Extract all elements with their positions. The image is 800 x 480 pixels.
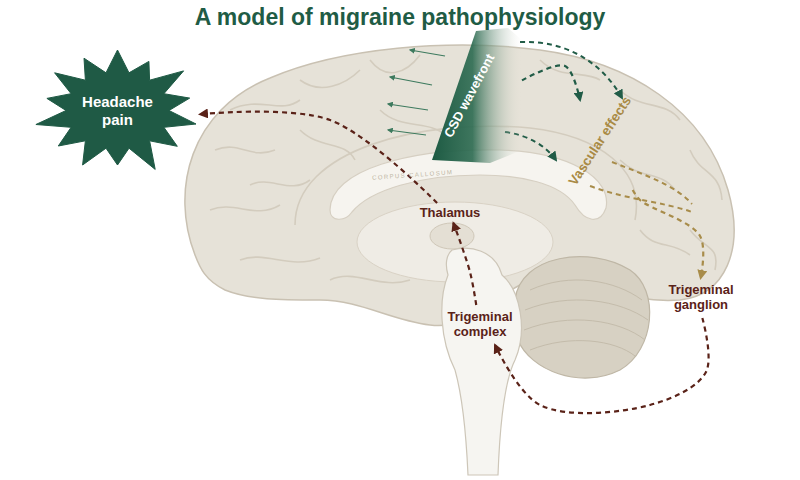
region-label: Thalamus bbox=[410, 203, 490, 223]
band-shape bbox=[432, 28, 522, 163]
node-text: Trigeminal complex bbox=[440, 310, 520, 340]
node-text: Trigeminal ganglion bbox=[660, 283, 742, 313]
wavefront-band: CSD wavefront bbox=[432, 28, 522, 163]
star-shape bbox=[36, 50, 196, 169]
extra-flow-arrows bbox=[505, 42, 692, 212]
node-text: Thalamus bbox=[420, 206, 481, 221]
star-burst: Headache pain bbox=[35, 48, 200, 173]
flow-arrow bbox=[522, 65, 580, 100]
thalamus-shape bbox=[430, 223, 474, 249]
region-label: Trigeminal ganglion bbox=[660, 278, 742, 318]
node-text: Headache pain bbox=[68, 93, 168, 128]
cerebellum-folia bbox=[524, 280, 648, 356]
flow-arrow bbox=[633, 190, 704, 278]
region-label: Vascular effects bbox=[560, 100, 640, 190]
region-label: Trigeminal complex bbox=[440, 305, 520, 345]
propagation-arrows bbox=[388, 50, 445, 135]
node-text: Vascular effects bbox=[565, 93, 634, 188]
flow-arrow bbox=[495, 318, 709, 413]
flow-arrow bbox=[453, 223, 476, 305]
flow-arrow bbox=[200, 112, 437, 203]
diagram-title: A model of migraine pathophysiology bbox=[0, 4, 800, 31]
cerebellum bbox=[515, 257, 650, 378]
brainstem bbox=[442, 248, 522, 475]
